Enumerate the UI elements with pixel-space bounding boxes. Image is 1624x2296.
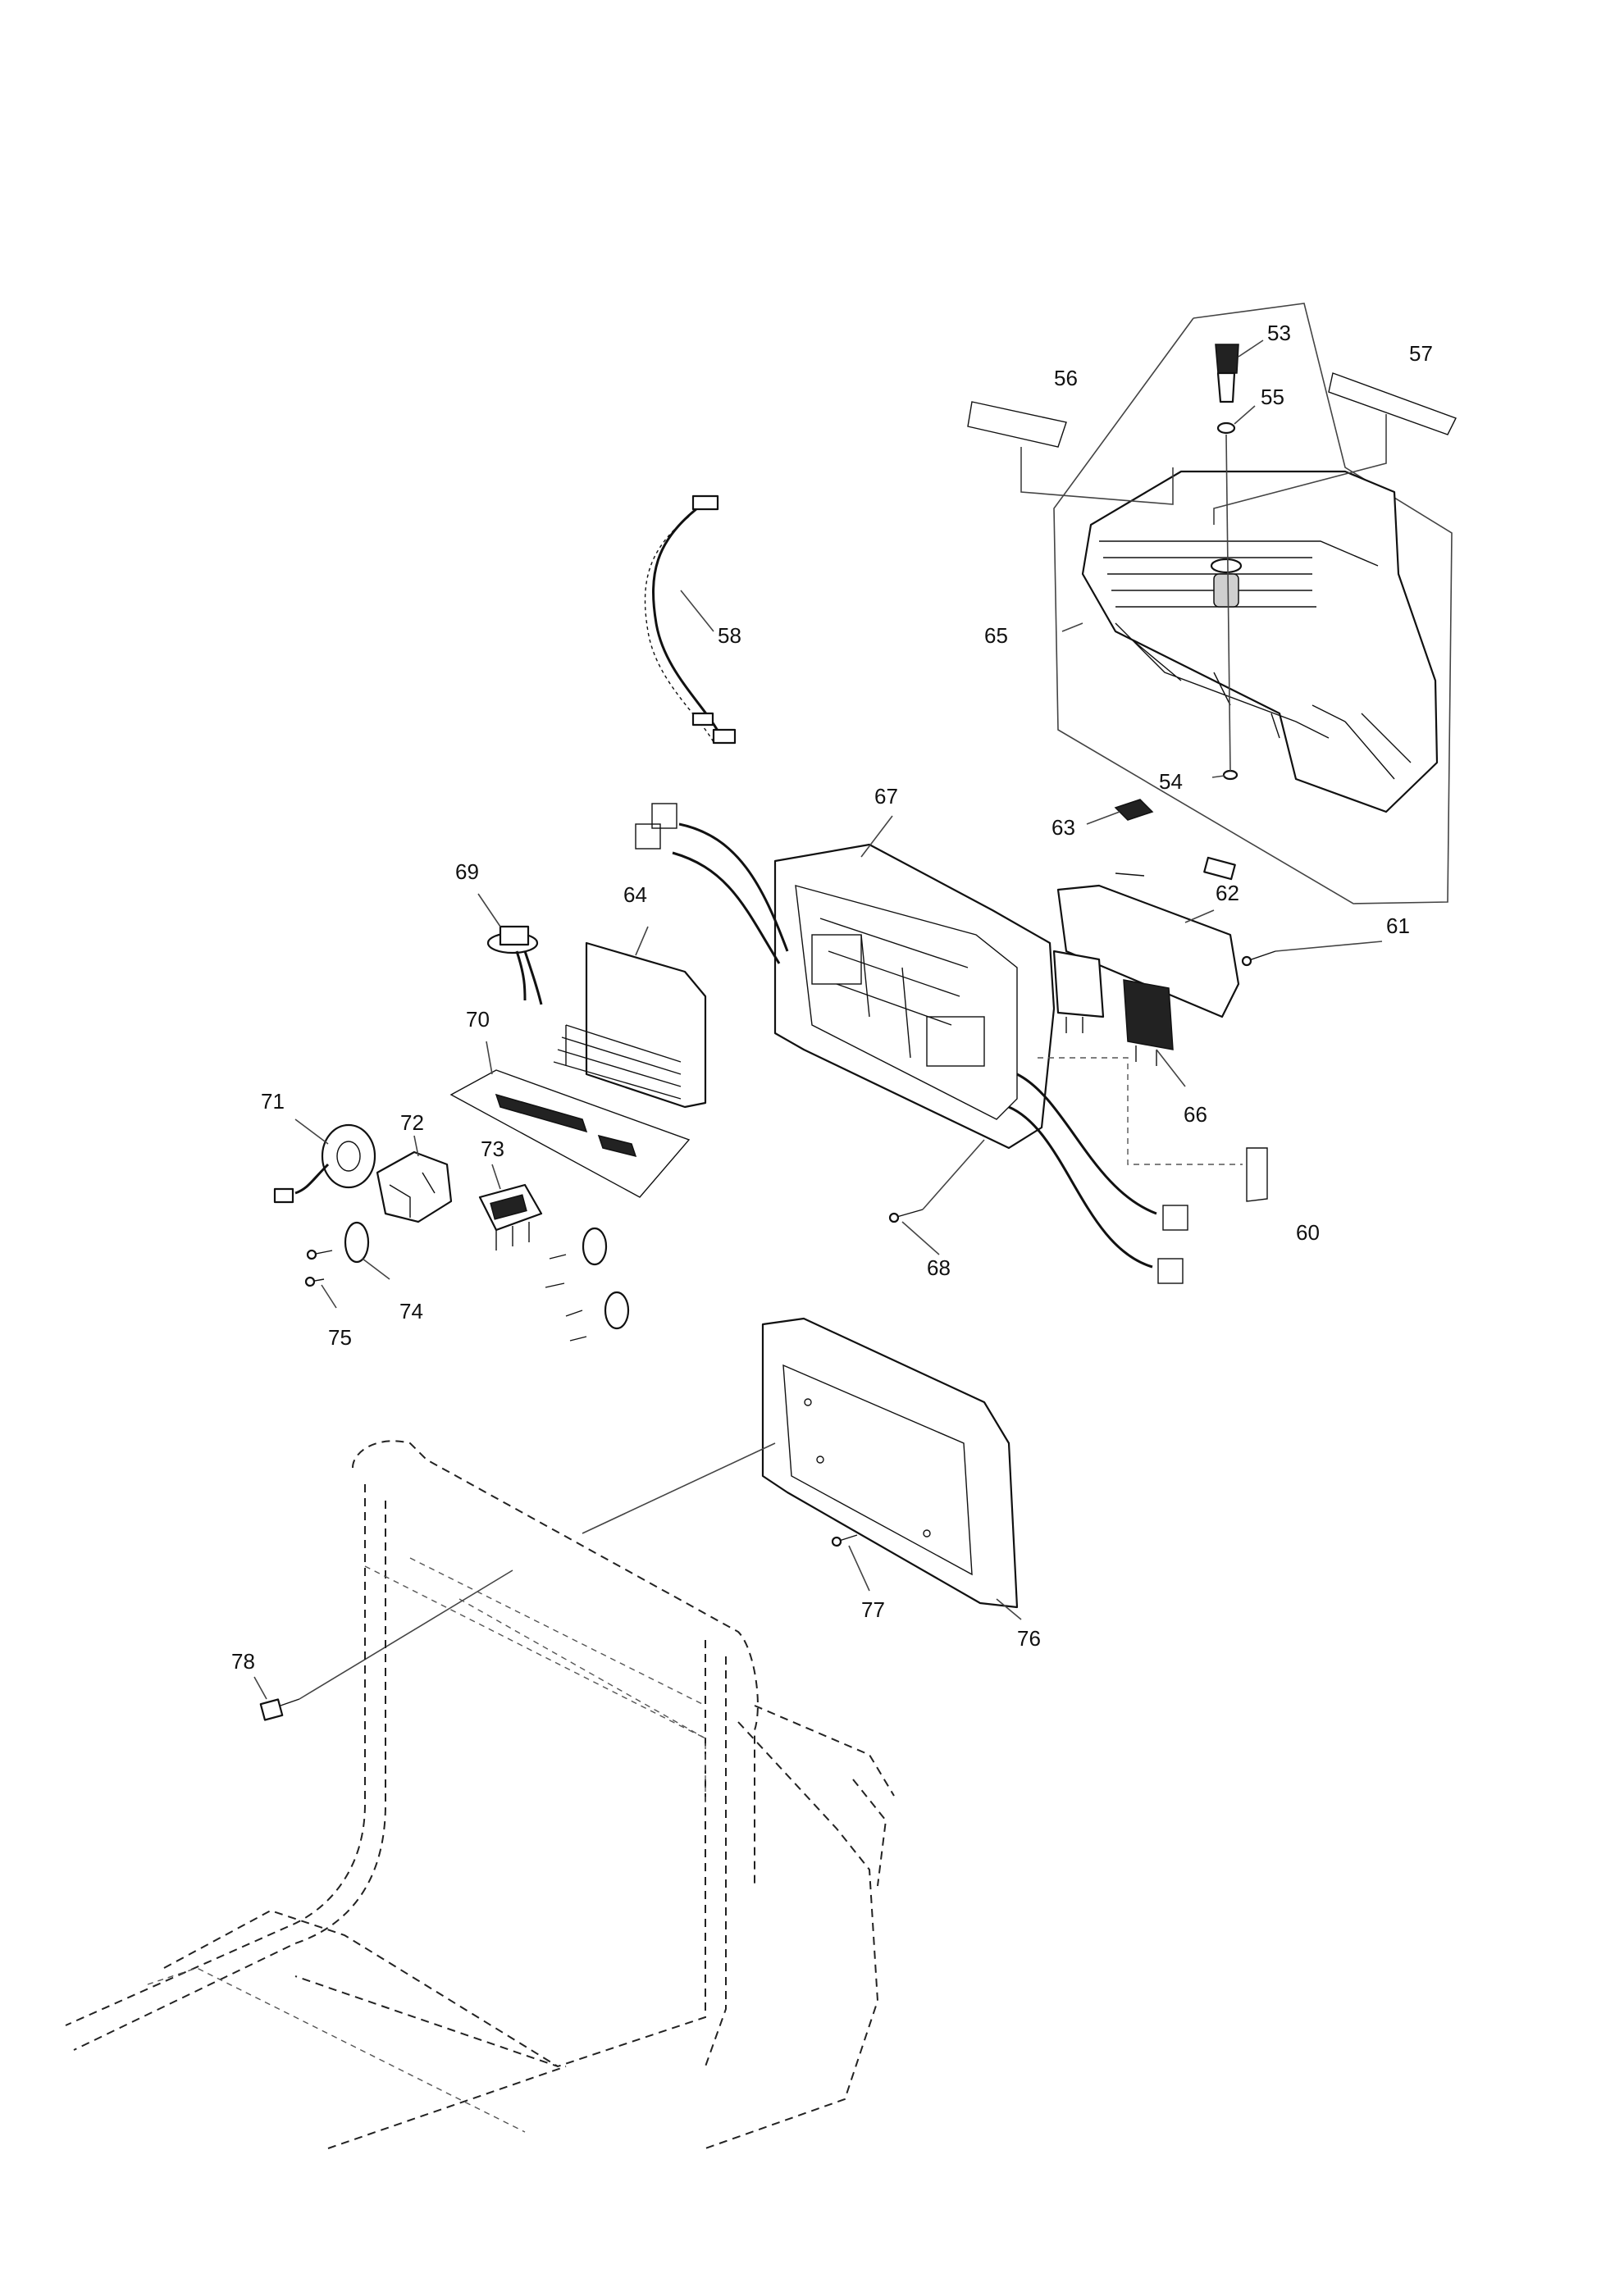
connector-tag-c bbox=[1162, 1205, 1188, 1231]
callout-73: 73 bbox=[481, 1137, 504, 1161]
screw-62 bbox=[1115, 872, 1145, 877]
leader-57 bbox=[1213, 414, 1387, 525]
frame-reference-dashed bbox=[65, 1440, 895, 2149]
leader-56 bbox=[1020, 447, 1174, 505]
callout-71: 71 bbox=[261, 1089, 285, 1114]
callout-72: 72 bbox=[400, 1110, 424, 1135]
screws-75 bbox=[304, 1249, 333, 1287]
connector-tag-d bbox=[1157, 1258, 1184, 1284]
screws-clamps-set bbox=[545, 1227, 630, 1342]
callout-56: 56 bbox=[1054, 366, 1078, 390]
callout-63: 63 bbox=[1051, 815, 1075, 840]
wire-harness bbox=[644, 494, 737, 745]
connector-tag-a bbox=[651, 803, 677, 829]
leader-78-axis bbox=[299, 1569, 513, 1700]
callout-57: 57 bbox=[1409, 341, 1433, 366]
button-small-70 bbox=[597, 1134, 637, 1158]
wire-right-lower bbox=[1008, 1105, 1153, 1269]
callout-54: 54 bbox=[1159, 769, 1183, 794]
back-panel-76 bbox=[761, 1317, 1019, 1609]
assembly-group-outline bbox=[1053, 303, 1453, 904]
leader-cap-axis bbox=[1225, 434, 1231, 772]
bracket-62 bbox=[1056, 884, 1240, 1018]
label-60 bbox=[1246, 1147, 1268, 1202]
leader-lines bbox=[253, 339, 1383, 1700]
sensor-69 bbox=[486, 925, 543, 1005]
wire-left-lower bbox=[672, 851, 781, 964]
rocker-switch-73 bbox=[478, 1183, 543, 1250]
leader-60 bbox=[1038, 1057, 1243, 1165]
panel-board-70 bbox=[449, 1069, 691, 1198]
callout-68: 68 bbox=[927, 1255, 951, 1280]
callout-61: 61 bbox=[1386, 913, 1410, 938]
label-57 bbox=[1328, 372, 1457, 435]
screw-77 bbox=[831, 1534, 858, 1547]
callout-66: 66 bbox=[1184, 1102, 1207, 1127]
callout-55: 55 bbox=[1261, 385, 1284, 409]
receptacle-72 bbox=[376, 1150, 453, 1223]
callout-74: 74 bbox=[399, 1299, 423, 1323]
grommet-62 bbox=[1203, 856, 1236, 881]
control-panel-frame bbox=[773, 843, 1056, 1150]
bolt-78 bbox=[259, 1698, 300, 1721]
heat-sink-64 bbox=[553, 941, 707, 1109]
callout-numbers: 53 57 56 55 58 65 54 67 63 69 62 64 61 7… bbox=[231, 321, 1433, 1674]
label-56 bbox=[967, 401, 1067, 448]
connector-tag-b bbox=[635, 823, 661, 850]
button-strip-70 bbox=[495, 1093, 588, 1133]
cover-housing bbox=[1081, 470, 1439, 813]
receptacle-72-detail bbox=[389, 1172, 436, 1218]
callout-70: 70 bbox=[466, 1007, 490, 1032]
plate-74 bbox=[344, 1221, 370, 1264]
callout-64: 64 bbox=[623, 882, 647, 907]
screw-68 bbox=[888, 1209, 924, 1223]
callout-58: 58 bbox=[718, 623, 741, 648]
buzzer-71 bbox=[273, 1123, 376, 1204]
cap-knob bbox=[1215, 344, 1239, 403]
screw-61 bbox=[1241, 950, 1276, 967]
callout-65: 65 bbox=[984, 623, 1008, 648]
callout-53: 53 bbox=[1267, 321, 1291, 345]
callout-75: 75 bbox=[328, 1325, 352, 1350]
pad-63 bbox=[1114, 799, 1154, 821]
wire-right-upper bbox=[1016, 1073, 1157, 1215]
callout-60: 60 bbox=[1296, 1220, 1320, 1245]
wire-left-upper bbox=[678, 822, 789, 952]
switch-block-66 bbox=[1052, 950, 1174, 1066]
callout-78: 78 bbox=[231, 1649, 255, 1674]
callout-76: 76 bbox=[1017, 1626, 1041, 1651]
callout-62: 62 bbox=[1216, 881, 1239, 905]
callout-77: 77 bbox=[861, 1597, 885, 1622]
callout-67: 67 bbox=[874, 784, 898, 809]
leader-68-axis bbox=[922, 1139, 985, 1210]
leader-76-axis bbox=[582, 1442, 776, 1534]
o-ring-55 bbox=[1216, 421, 1236, 435]
o-ring-54 bbox=[1222, 769, 1239, 781]
callout-69: 69 bbox=[455, 859, 479, 884]
